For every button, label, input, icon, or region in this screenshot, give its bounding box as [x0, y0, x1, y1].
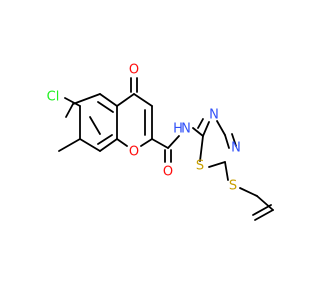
thiadiazole-nitrogen-2-label: N: [231, 141, 241, 156]
bond-b1-inner: [89, 116, 101, 135]
amide-oxygen-label: O: [163, 165, 173, 180]
bond-b6: [79, 138, 101, 152]
structure-canvas: O Cl O O N H N N S S: [46, 62, 274, 221]
bond-methyl: [58, 138, 81, 152]
thioether-sulfur-label: S: [229, 179, 237, 194]
bond-c-amide: [151, 138, 169, 149]
bond-ch-ch2-1: [254, 209, 274, 221]
bond-b1: [65, 103, 74, 118]
bond-b5: [99, 138, 118, 152]
bond-p5: [116, 138, 128, 147]
bond-t3: [224, 134, 230, 149]
bond-n-ring: [192, 127, 204, 137]
molecule-structure: O Cl O O N H N N S S: [47, 63, 274, 221]
bond-c-s: [224, 161, 229, 181]
bond-p2: [133, 93, 153, 107]
ketone-oxygen-label: O: [129, 63, 139, 78]
thiadiazole-nitrogen-1-label: N: [209, 108, 219, 123]
bond-amide-cn: [167, 135, 180, 149]
chlorine-label: Cl: [47, 90, 60, 105]
bond-ch2-ch: [256, 195, 274, 211]
bond-c-cl: [64, 97, 81, 107]
bonds: [58, 77, 274, 221]
ring-oxygen-label: O: [129, 145, 139, 160]
atom-labels: O Cl O O N H N N S S: [47, 63, 241, 194]
bond-t1-inner: [197, 118, 204, 129]
bond-t2: [216, 120, 226, 136]
bond-b5-inner: [97, 134, 113, 145]
bond-t1: [202, 121, 210, 137]
amide-hydrogen-label: H: [173, 122, 183, 137]
bond-t5: [199, 135, 204, 162]
bond-s-ch2: [239, 187, 258, 197]
bond-t4: [208, 161, 226, 168]
bond-t3-inner: [231, 133, 237, 147]
bond-p4: [140, 138, 153, 147]
bond-b3-inner: [97, 101, 114, 113]
bond-b3: [99, 93, 118, 107]
bond-b2: [72, 93, 101, 105]
bond-p1: [116, 93, 135, 107]
amide-nitrogen-label: N: [181, 122, 191, 137]
bond-ch-ch2-2: [252, 204, 272, 216]
ring-sulfur-label: S: [196, 159, 204, 174]
